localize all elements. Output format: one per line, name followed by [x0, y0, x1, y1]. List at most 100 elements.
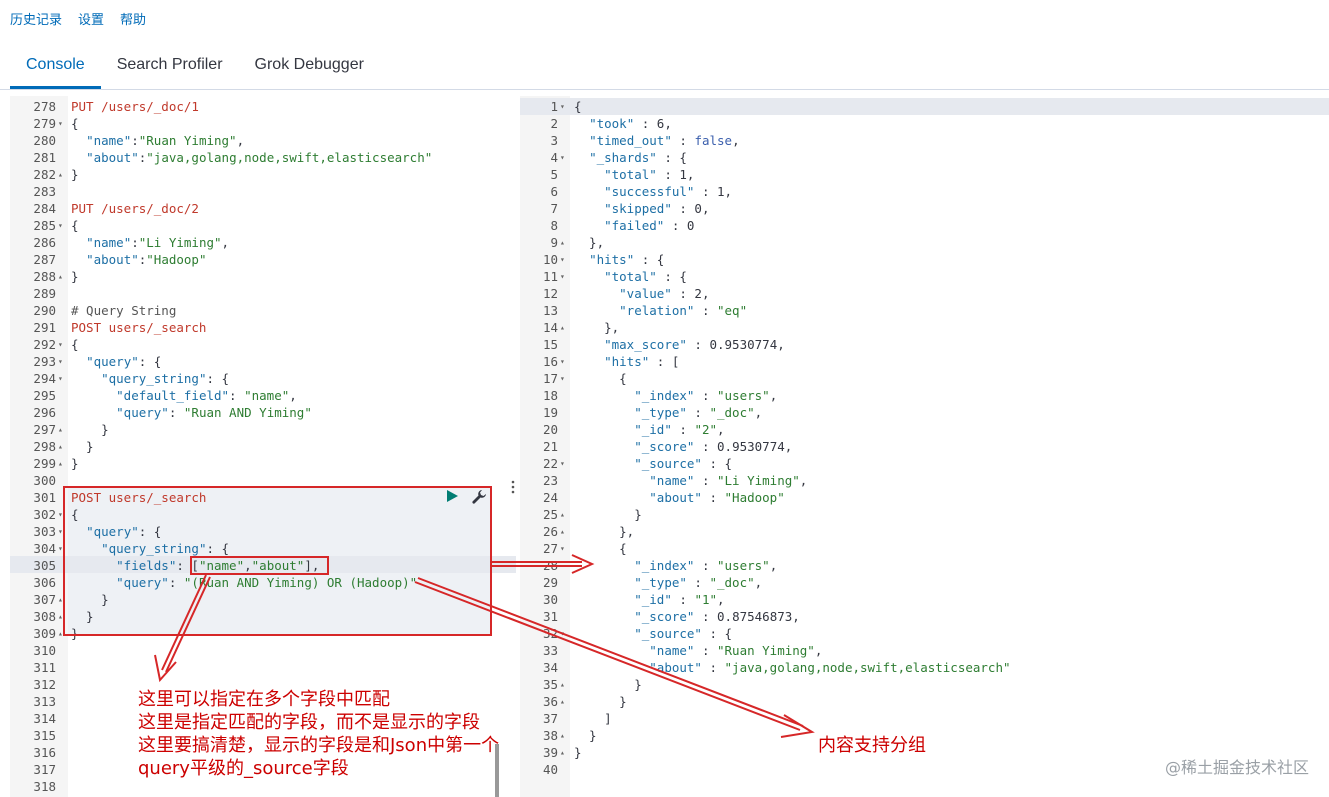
code-line[interactable]: 295 "default_field": "name", — [10, 387, 516, 404]
code-line[interactable]: 16▾ "hits" : [ — [520, 353, 1329, 370]
fold-toggle-icon[interactable]: ▴ — [560, 748, 565, 757]
code-line[interactable]: 287 "about":"Hadoop" — [10, 251, 516, 268]
fold-toggle-icon[interactable]: ▴ — [560, 527, 565, 536]
code-line[interactable]: 14▴ }, — [520, 319, 1329, 336]
code-line[interactable]: 316 — [10, 744, 516, 761]
code-line[interactable]: 307▴ } — [10, 591, 516, 608]
code-line[interactable]: 21 "_score" : 0.9530774, — [520, 438, 1329, 455]
code-line[interactable]: 280 "name":"Ruan Yiming", — [10, 132, 516, 149]
fold-toggle-icon[interactable]: ▴ — [560, 238, 565, 247]
code-line[interactable]: 314 — [10, 710, 516, 727]
code-line[interactable]: 299▴} — [10, 455, 516, 472]
code-line[interactable]: 286 "name":"Li Yiming", — [10, 234, 516, 251]
code-line[interactable]: 305 "fields": ["name","about"], — [10, 557, 516, 574]
fold-toggle-icon[interactable]: ▾ — [58, 119, 63, 128]
code-line[interactable]: 13 "relation" : "eq" — [520, 302, 1329, 319]
vertical-dots-icon[interactable] — [509, 480, 517, 494]
fold-toggle-icon[interactable]: ▴ — [560, 697, 565, 706]
code-line[interactable]: 285▾{ — [10, 217, 516, 234]
code-line[interactable]: 24 "about" : "Hadoop" — [520, 489, 1329, 506]
code-line[interactable]: 25▴ } — [520, 506, 1329, 523]
code-line[interactable]: 26▴ }, — [520, 523, 1329, 540]
code-line[interactable]: 11▾ "total" : { — [520, 268, 1329, 285]
code-line[interactable]: 4▾ "_shards" : { — [520, 149, 1329, 166]
menu-settings[interactable]: 设置 — [78, 11, 105, 27]
fold-toggle-icon[interactable]: ▾ — [58, 340, 63, 349]
code-line[interactable]: 297▴ } — [10, 421, 516, 438]
code-line[interactable]: 9▴ }, — [520, 234, 1329, 251]
play-icon[interactable] — [445, 489, 459, 503]
code-line[interactable]: 315 — [10, 727, 516, 744]
code-line[interactable]: 33 "name" : "Ruan Yiming", — [520, 642, 1329, 659]
code-line[interactable]: 8 "failed" : 0 — [520, 217, 1329, 234]
code-line[interactable]: 35▴ } — [520, 676, 1329, 693]
tab-console[interactable]: Console — [10, 44, 101, 89]
code-line[interactable]: 29 "_type" : "_doc", — [520, 574, 1329, 591]
code-line[interactable]: 7 "skipped" : 0, — [520, 200, 1329, 217]
fold-toggle-icon[interactable]: ▴ — [58, 459, 63, 468]
code-line[interactable]: 30 "_id" : "1", — [520, 591, 1329, 608]
code-line[interactable]: 282▴} — [10, 166, 516, 183]
code-line[interactable]: 31 "_score" : 0.87546873, — [520, 608, 1329, 625]
fold-toggle-icon[interactable]: ▴ — [560, 323, 565, 332]
code-line[interactable]: 289 — [10, 285, 516, 302]
code-line[interactable]: 310 — [10, 642, 516, 659]
code-line[interactable]: 281 "about":"java,golang,node,swift,elas… — [10, 149, 516, 166]
code-line[interactable]: 302▾{ — [10, 506, 516, 523]
code-line[interactable]: 279▾{ — [10, 115, 516, 132]
code-line[interactable]: 17▾ { — [520, 370, 1329, 387]
code-line[interactable]: 10▾ "hits" : { — [520, 251, 1329, 268]
fold-toggle-icon[interactable]: ▴ — [560, 510, 565, 519]
code-line[interactable]: 39▴} — [520, 744, 1329, 761]
fold-toggle-icon[interactable]: ▾ — [560, 102, 565, 111]
fold-toggle-icon[interactable]: ▾ — [560, 255, 565, 264]
code-line[interactable]: 318 — [10, 778, 516, 795]
code-line[interactable]: 23 "name" : "Li Yiming", — [520, 472, 1329, 489]
code-line[interactable]: 38▴ } — [520, 727, 1329, 744]
code-line[interactable]: 298▴ } — [10, 438, 516, 455]
fold-toggle-icon[interactable]: ▴ — [58, 425, 63, 434]
code-line[interactable]: 309▴} — [10, 625, 516, 642]
code-line[interactable]: 28 "_index" : "users", — [520, 557, 1329, 574]
code-line[interactable]: 37 ] — [520, 710, 1329, 727]
code-line[interactable]: 296 "query": "Ruan AND Yiming" — [10, 404, 516, 421]
fold-toggle-icon[interactable]: ▴ — [58, 612, 63, 621]
fold-toggle-icon[interactable]: ▾ — [58, 357, 63, 366]
fold-toggle-icon[interactable]: ▾ — [58, 221, 63, 230]
code-line[interactable]: 12 "value" : 2, — [520, 285, 1329, 302]
fold-toggle-icon[interactable]: ▾ — [58, 510, 63, 519]
code-line[interactable]: 293▾ "query": { — [10, 353, 516, 370]
code-line[interactable]: 311 — [10, 659, 516, 676]
code-line[interactable]: 32▾ "_source" : { — [520, 625, 1329, 642]
code-line[interactable]: 6 "successful" : 1, — [520, 183, 1329, 200]
code-line[interactable]: 22▾ "_source" : { — [520, 455, 1329, 472]
code-line[interactable]: 40 — [520, 761, 1329, 778]
code-line[interactable]: 292▾{ — [10, 336, 516, 353]
code-line[interactable]: 3 "timed_out" : false, — [520, 132, 1329, 149]
code-line[interactable]: 15 "max_score" : 0.9530774, — [520, 336, 1329, 353]
tab-grok-debugger[interactable]: Grok Debugger — [254, 56, 364, 73]
code-line[interactable]: 303▾ "query": { — [10, 523, 516, 540]
code-line[interactable]: 308▴ } — [10, 608, 516, 625]
fold-toggle-icon[interactable]: ▴ — [560, 731, 565, 740]
code-line[interactable]: 36▴ } — [520, 693, 1329, 710]
fold-toggle-icon[interactable]: ▴ — [560, 680, 565, 689]
fold-toggle-icon[interactable]: ▾ — [560, 272, 565, 281]
code-line[interactable]: 290# Query String — [10, 302, 516, 319]
fold-toggle-icon[interactable]: ▾ — [58, 544, 63, 553]
code-line[interactable]: 313 — [10, 693, 516, 710]
code-line[interactable]: 304▾ "query_string": { — [10, 540, 516, 557]
fold-toggle-icon[interactable]: ▾ — [560, 544, 565, 553]
code-line[interactable]: 288▴} — [10, 268, 516, 285]
code-line[interactable]: 34 "about" : "java,golang,node,swift,ela… — [520, 659, 1329, 676]
fold-toggle-icon[interactable]: ▾ — [560, 153, 565, 162]
code-line[interactable]: 2 "took" : 6, — [520, 115, 1329, 132]
tab-search-profiler[interactable]: Search Profiler — [116, 56, 223, 73]
code-line[interactable]: 5 "total" : 1, — [520, 166, 1329, 183]
fold-toggle-icon[interactable]: ▾ — [58, 527, 63, 536]
